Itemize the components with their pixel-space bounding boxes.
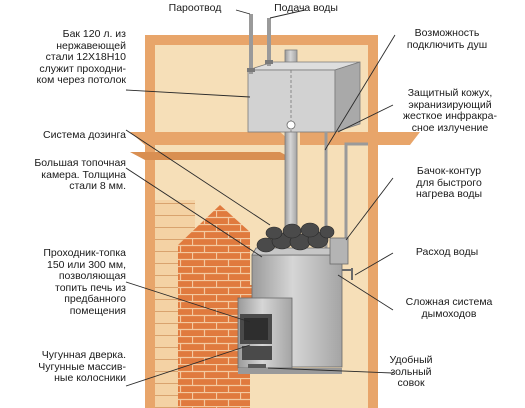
label-tunnel: Проходник-топка 150 или 300 мм, позволяю… [43,247,126,317]
label-water-inlet: Подача воды [274,2,338,14]
leader-lines [125,9,396,387]
label-heat-tank: Бачок-контур для быстрого нагрева воды [415,165,483,200]
label-dosing: Система дозинга [43,129,126,141]
label-casing: Защитный кожух, экранизирующий жесткое и… [403,87,497,134]
firebox-tunnel [237,297,293,372]
label-shower: Возможность подключить душ [406,27,488,51]
water-tank [247,61,361,133]
heater-stones [256,222,335,253]
top-pipes [247,14,273,74]
label-door: Чугунная дверка. Чугунные массив- ные ко… [38,349,126,384]
label-tank: Бак 120 л. из нержавеющей стали 12Х18Н10… [36,28,126,86]
label-steam-outlet: Пароотвод [168,2,222,14]
label-ash: Удобный зольный совок [389,354,433,389]
stove-base [238,368,342,374]
label-water-flow: Расход воды [415,246,479,258]
label-firebox: Большая топочная камера. Толщина стали 8… [34,157,126,192]
label-chimney: Сложная система дымоходов [405,296,493,320]
